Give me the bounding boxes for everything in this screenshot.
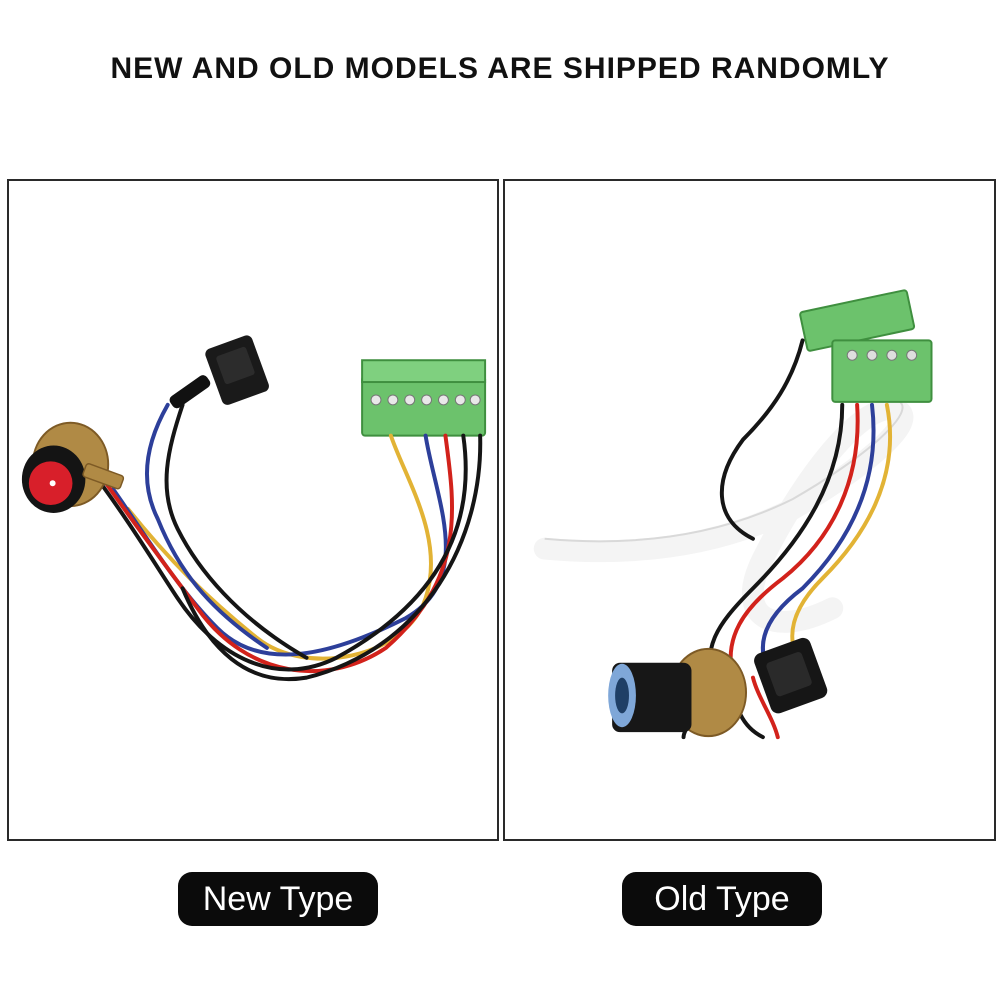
rocker-switch-old	[754, 637, 828, 714]
label-new-type: New Type	[178, 872, 378, 926]
wire-harness-old-icon	[533, 289, 933, 740]
terminal-block-new	[361, 359, 487, 437]
terminal-block-old	[799, 289, 933, 403]
potentiometer-new	[21, 421, 125, 513]
label-old-type: Old Type	[622, 872, 822, 926]
rocker-switch-new	[169, 335, 269, 409]
wire-harness-new-icon	[21, 335, 487, 681]
panel-new-type	[7, 179, 499, 841]
headline: NEW AND OLD MODELS ARE SHIPPED RANDOMLY	[110, 52, 890, 85]
potentiometer-old	[608, 647, 748, 738]
panel-old-type	[503, 179, 996, 841]
